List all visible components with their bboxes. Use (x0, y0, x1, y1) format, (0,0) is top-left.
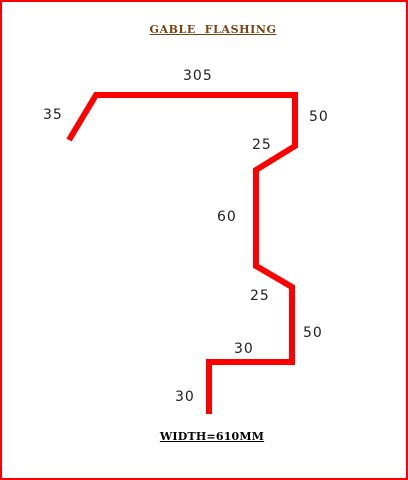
flashing-profile-line (66, 92, 298, 414)
dim-label-top: 305 (183, 68, 213, 84)
dim-label-tail: 30 (175, 389, 195, 405)
dim-label-lower-drop: 50 (303, 325, 323, 341)
drawing-title: GABLE FLASHING (149, 23, 277, 36)
dim-label-hook: 35 (43, 107, 63, 123)
width-note: WIDTH=610MM (159, 430, 265, 443)
dim-label-bottom-return: 30 (234, 341, 254, 357)
dim-label-upper-step: 25 (252, 137, 272, 153)
dim-label-right-drop: 50 (309, 109, 329, 125)
dim-label-middle-drop: 60 (217, 209, 237, 225)
dim-label-lower-step: 25 (250, 288, 270, 304)
